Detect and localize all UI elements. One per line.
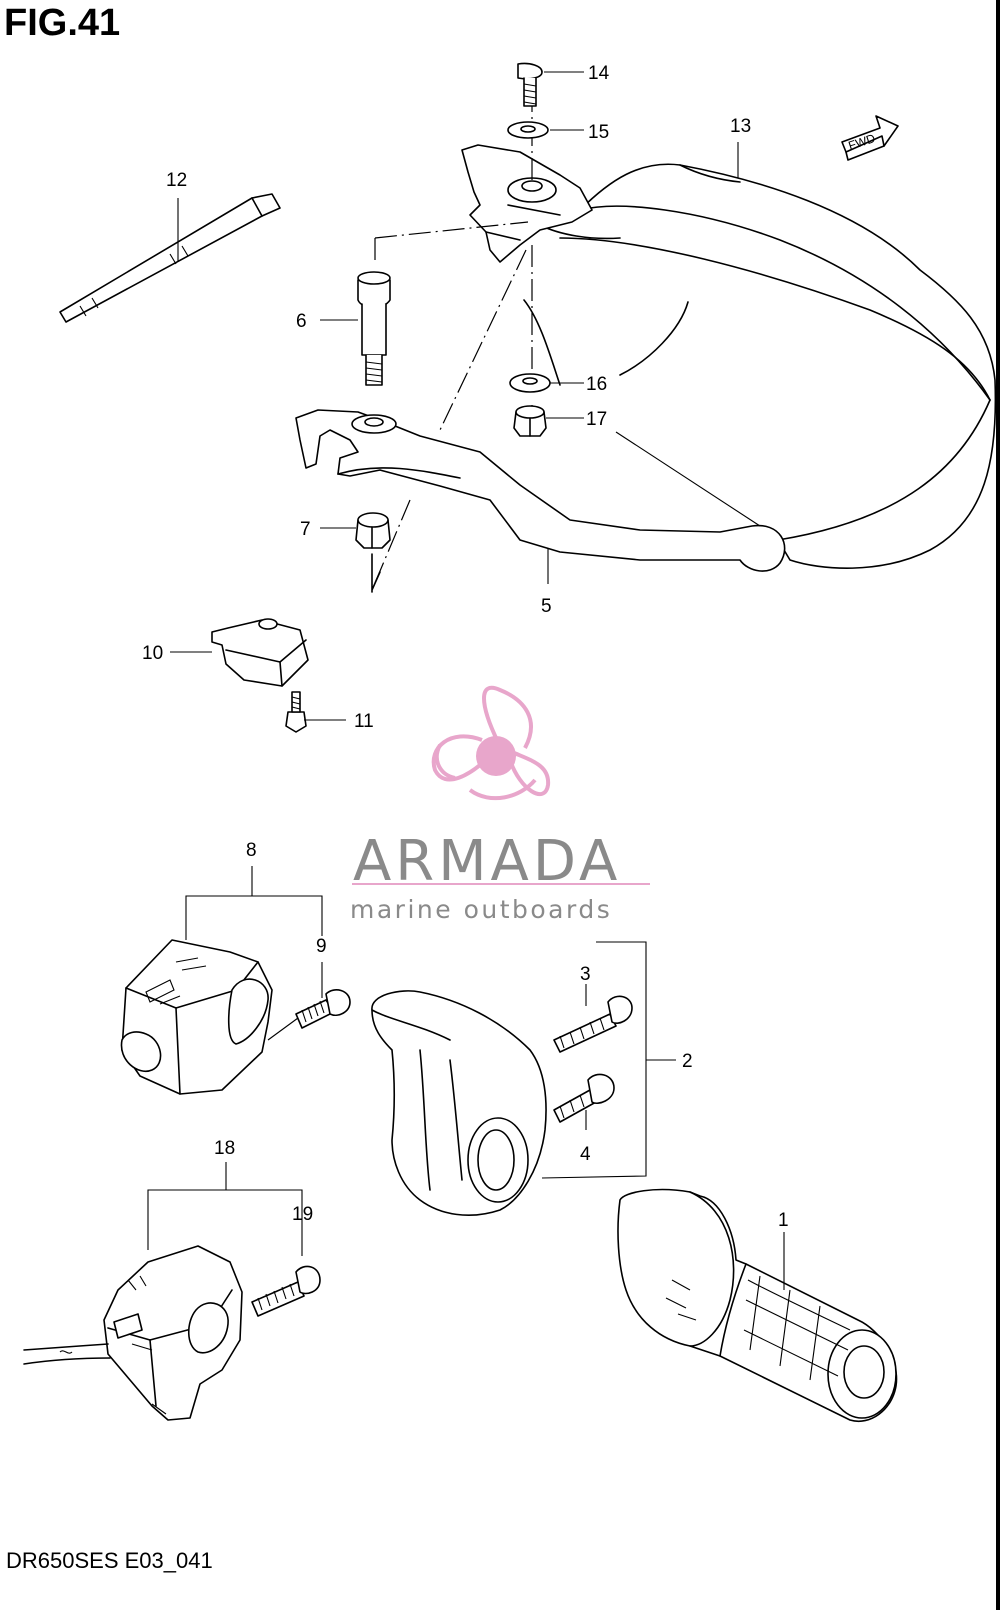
callout-18: 18 bbox=[214, 1138, 235, 1159]
page-edge-border bbox=[996, 0, 1000, 1610]
callout-19: 19 bbox=[292, 1204, 313, 1225]
cable-tie-part-12 bbox=[59, 193, 281, 323]
callout-6: 6 bbox=[296, 311, 307, 332]
callout-5: 5 bbox=[541, 596, 552, 617]
brake-switch-part-10 bbox=[211, 618, 309, 687]
callout-2: 2 bbox=[682, 1051, 693, 1072]
callout-13: 13 bbox=[730, 116, 751, 137]
pivot-bolt-part-6 bbox=[357, 271, 391, 386]
callout-7: 7 bbox=[300, 519, 311, 540]
callout-11: 11 bbox=[354, 711, 374, 732]
screw-part-14 bbox=[517, 62, 543, 107]
callout-10: 10 bbox=[142, 643, 163, 664]
callout-numbers: 14 15 13 12 6 16 17 7 5 10 11 8 9 3 2 4 … bbox=[142, 63, 789, 1231]
callout-8: 8 bbox=[246, 840, 257, 861]
armada-logo-icon bbox=[431, 686, 551, 801]
hand-guard-part-13 bbox=[539, 163, 997, 569]
callout-16: 16 bbox=[586, 374, 607, 395]
switch-housing-part-18 bbox=[23, 1245, 243, 1421]
nut-part-17 bbox=[513, 405, 547, 437]
handle-grip-part-1 bbox=[617, 1188, 898, 1423]
screw-part-19 bbox=[251, 1265, 321, 1317]
callout-9: 9 bbox=[316, 936, 327, 957]
switch-box-part-8 bbox=[120, 939, 273, 1095]
fwd-direction-marker: FWD bbox=[841, 115, 899, 161]
screw-part-4 bbox=[553, 1073, 615, 1123]
callout-1: 1 bbox=[778, 1210, 789, 1231]
screw-part-3 bbox=[553, 995, 633, 1053]
callout-12: 12 bbox=[166, 170, 187, 191]
screw-part-9 bbox=[295, 989, 351, 1029]
figure-footer: DR650SES E03_041 bbox=[6, 1548, 213, 1573]
callout-14: 14 bbox=[588, 63, 610, 84]
callout-4: 4 bbox=[580, 1144, 591, 1165]
lever-bracket bbox=[461, 144, 593, 386]
callout-17: 17 bbox=[586, 409, 607, 430]
screw-part-11 bbox=[285, 691, 307, 733]
brake-lever-part-5 bbox=[295, 409, 786, 572]
watermark-subtitle: marine outboards bbox=[350, 895, 612, 924]
washer-part-15 bbox=[507, 121, 549, 139]
throttle-housing-part-2 bbox=[371, 990, 547, 1216]
callout-15: 15 bbox=[588, 122, 609, 143]
nut-part-7 bbox=[355, 512, 391, 593]
figure-title: FIG.41 bbox=[4, 2, 121, 44]
callout-3: 3 bbox=[580, 964, 591, 985]
washer-part-16 bbox=[509, 373, 551, 393]
leader-lines bbox=[147, 71, 785, 1290]
